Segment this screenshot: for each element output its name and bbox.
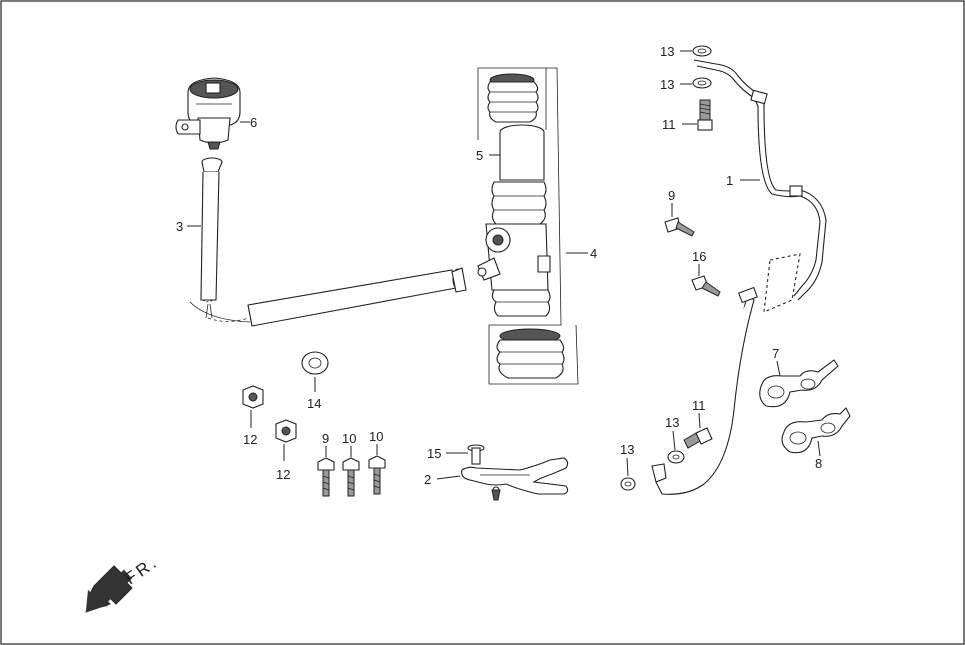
callout-8: 8 — [815, 456, 822, 471]
callout-9-left: 9 — [322, 431, 329, 446]
master-cylinder-assembly — [477, 124, 551, 317]
reservoir-hose — [189, 157, 251, 323]
pin-15 — [467, 444, 485, 465]
callout-13-third: 13 — [665, 415, 679, 430]
callout-12-upper: 12 — [243, 432, 257, 447]
callout-10-second: 10 — [369, 429, 383, 444]
brake-fluid-reservoir — [175, 77, 241, 150]
bolt-9-right — [664, 217, 695, 237]
upper-boot — [487, 73, 539, 123]
brake-line — [651, 59, 827, 495]
washer-14 — [301, 351, 329, 375]
front-direction-arrow — [85, 565, 133, 613]
callout-10-first: 10 — [342, 431, 356, 446]
banjo-bolt-top — [697, 99, 713, 131]
callout-13-top: 13 — [660, 44, 674, 59]
callout-14: 14 — [307, 396, 321, 411]
lower-boot — [496, 328, 565, 379]
callout-1: 1 — [726, 173, 733, 188]
callout-7: 7 — [772, 346, 779, 361]
bolt-9-left — [317, 457, 335, 497]
bolt-10-second — [368, 455, 386, 495]
pedal-fork-lever — [461, 457, 569, 501]
clamp-7 — [759, 359, 839, 408]
callout-5: 5 — [476, 148, 483, 163]
callout-16: 16 — [692, 249, 706, 264]
bolt-16 — [691, 275, 721, 297]
banjo-bolt-bottom — [683, 427, 713, 449]
washer-bottom-2 — [620, 477, 636, 491]
callout-11-top: 11 — [662, 117, 676, 132]
callout-4: 4 — [590, 246, 597, 261]
nut-12-lower — [275, 419, 297, 443]
callout-6: 6 — [250, 115, 257, 130]
boot-kit-outline — [477, 67, 579, 385]
nut-12-upper — [242, 385, 264, 409]
bolt-10-first — [342, 457, 360, 497]
callout-13-fourth: 13 — [620, 442, 634, 457]
feed-hose — [207, 267, 467, 327]
callout-3: 3 — [176, 219, 183, 234]
washer-top-1 — [692, 45, 712, 57]
callout-13-second: 13 — [660, 77, 674, 92]
washer-bottom-1 — [667, 450, 685, 464]
callout-2: 2 — [424, 472, 431, 487]
callout-11-bottom: 11 — [692, 398, 706, 413]
callout-12-lower: 12 — [276, 467, 290, 482]
washer-top-2 — [692, 77, 712, 89]
callout-15: 15 — [427, 446, 441, 461]
callout-9-right: 9 — [668, 188, 675, 203]
clamp-8 — [781, 407, 851, 454]
